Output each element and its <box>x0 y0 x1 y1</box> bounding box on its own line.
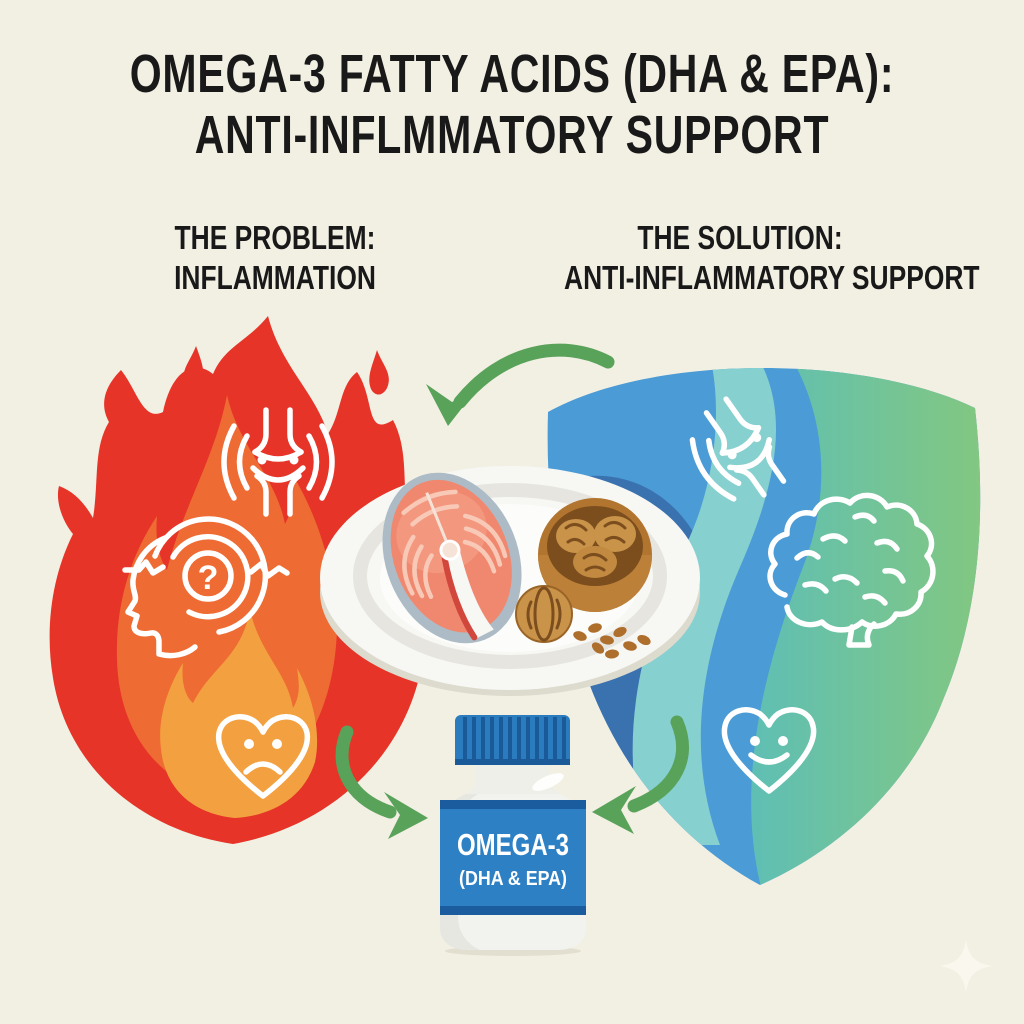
inflamed-joint-icon <box>221 407 335 517</box>
arrowhead <box>384 792 428 839</box>
curved-arrow-shield-to-bottle <box>592 715 689 834</box>
problem-heading-line-1: THE PROBLEM: <box>174 219 376 256</box>
arrowhead <box>426 384 476 426</box>
solution-heading-line-2: ANTI-INFLAMMATORY SUPPORT <box>564 258 980 296</box>
flame-spark-right <box>369 350 389 395</box>
plate-illustration <box>320 466 700 696</box>
title-line-2: ANTI-INFLMMATORY SUPPORT <box>194 105 830 166</box>
question-mark: ? <box>198 559 219 597</box>
sparkle-icon <box>940 940 992 992</box>
arrowhead <box>592 786 636 834</box>
flax-seeds <box>573 623 651 659</box>
flame-spark-left <box>183 346 204 392</box>
healthy-joint-icon <box>689 396 787 502</box>
page-title: OMEGA-3 FATTY ACIDS (DHA & EPA): ANTI-IN… <box>123 44 901 166</box>
sad-heart-icon <box>215 714 311 799</box>
happy-heart-icon <box>721 707 817 794</box>
curved-arrow-flame-to-bottle <box>335 725 428 839</box>
flame-illustration: ? <box>49 316 428 844</box>
problem-heading-line-2: INFLAMMATION <box>174 258 376 296</box>
foggy-head-question-icon: ? <box>122 516 290 659</box>
whole-walnut <box>515 585 573 643</box>
salmon-steak <box>382 472 522 644</box>
brain-icon <box>767 492 936 648</box>
title-line-1: OMEGA-3 FATTY ACIDS (DHA & EPA): <box>129 44 895 104</box>
bottle-label-line-2: (DHA & EPA) <box>459 868 567 890</box>
bottle-label: OMEGA-3 (DHA & EPA) <box>440 800 586 915</box>
curved-arrow-to-plate <box>426 343 615 426</box>
problem-heading: THE PROBLEM: INFLAMMATION <box>115 218 435 297</box>
solution-heading-line-1: THE SOLUTION: <box>637 219 843 256</box>
flame-inner-amber <box>160 610 318 818</box>
solution-heading: THE SOLUTION: ANTI-INFLAMMATORY SUPPORT <box>564 218 980 297</box>
supplement-bottle: OMEGA-3 (DHA & EPA) <box>440 715 586 956</box>
plate-rim <box>353 483 667 669</box>
bottle-cap <box>455 715 570 765</box>
bottle-label-line-1: OMEGA-3 <box>457 827 569 862</box>
